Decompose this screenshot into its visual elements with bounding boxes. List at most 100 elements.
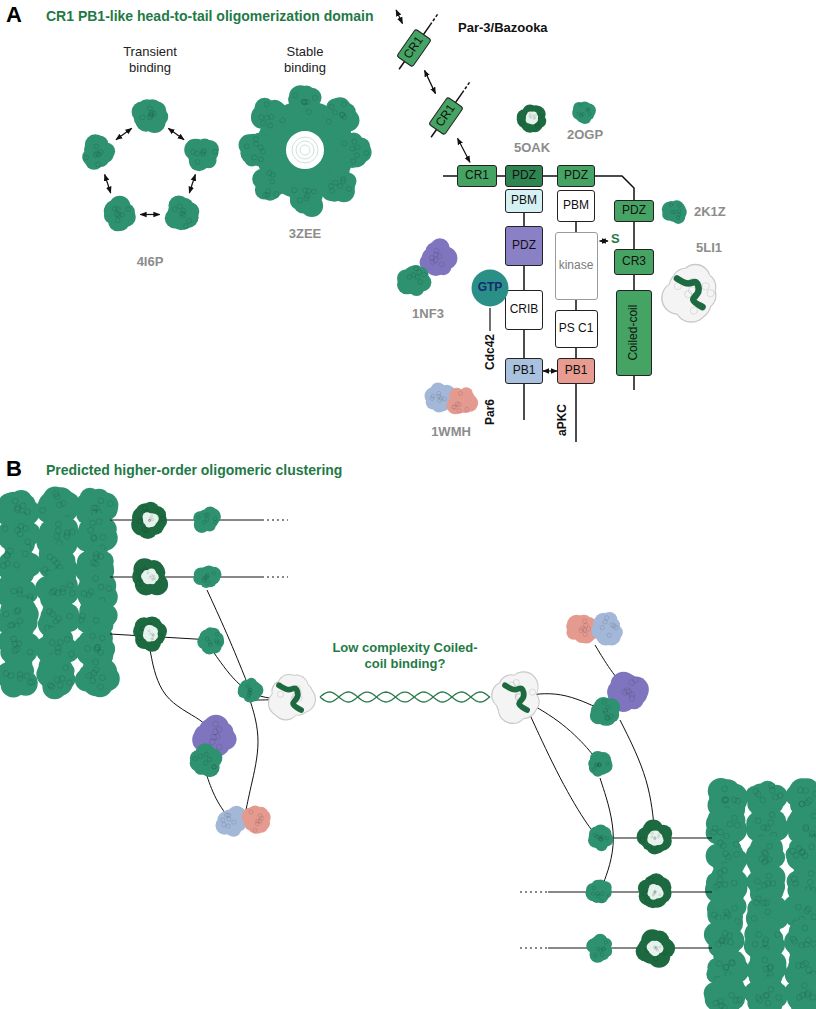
surface-texture xyxy=(11,636,17,642)
surface-texture xyxy=(153,575,155,577)
surface-texture xyxy=(2,526,8,532)
oligomer-structure xyxy=(637,820,673,855)
surface-texture xyxy=(244,144,249,149)
surface-texture xyxy=(183,224,188,229)
protein-name: Cdc42 xyxy=(483,334,497,370)
surface-texture xyxy=(760,797,766,803)
surface-texture xyxy=(259,115,264,120)
surface-texture xyxy=(520,121,524,125)
surface-texture xyxy=(411,273,416,278)
protein-backbone xyxy=(575,348,577,358)
surface-texture xyxy=(653,956,658,961)
surface-texture xyxy=(437,391,441,395)
panel-a-art xyxy=(82,10,716,414)
surface-texture xyxy=(217,642,221,646)
protein-backbone xyxy=(523,266,525,290)
surface-texture xyxy=(718,998,724,1004)
surface-texture xyxy=(721,843,727,849)
panel-b-art xyxy=(0,486,816,1009)
surface-texture xyxy=(195,160,200,165)
surface-texture xyxy=(215,639,219,643)
surface-texture xyxy=(352,139,357,144)
pore-texture xyxy=(300,145,310,155)
surface-texture xyxy=(767,965,773,971)
surface-texture xyxy=(96,162,101,167)
pdz-domain: PDZ xyxy=(614,200,654,222)
structure-lobe xyxy=(724,895,746,917)
surface-texture xyxy=(807,879,813,885)
surface-texture xyxy=(431,394,435,398)
surface-texture xyxy=(329,104,334,109)
surface-texture xyxy=(55,521,61,527)
surface-texture xyxy=(17,618,23,624)
surface-texture xyxy=(642,891,647,896)
protein-backbone xyxy=(633,275,635,290)
surface-texture xyxy=(212,765,216,769)
surface-texture xyxy=(629,680,635,686)
surface-texture xyxy=(775,932,781,938)
surface-texture xyxy=(255,822,259,826)
surface-texture xyxy=(95,644,101,650)
surface-texture xyxy=(811,813,816,819)
surface-texture xyxy=(761,882,767,888)
surface-texture xyxy=(756,932,762,938)
surface-texture xyxy=(341,102,346,107)
structure-lobe xyxy=(599,755,612,768)
surface-texture xyxy=(452,405,456,409)
structure-lobe xyxy=(761,865,785,889)
surface-texture xyxy=(137,635,142,640)
surface-texture xyxy=(67,613,73,619)
surface-texture xyxy=(579,103,582,106)
oligomer-structure xyxy=(636,929,675,968)
surface-texture xyxy=(270,172,275,177)
surface-texture xyxy=(458,392,462,396)
protein-backbone xyxy=(548,948,712,949)
structure-lobe xyxy=(723,784,748,809)
surface-texture xyxy=(205,637,209,641)
surface-texture xyxy=(149,633,151,635)
surface-texture xyxy=(80,613,86,619)
surface-texture xyxy=(152,518,154,520)
surface-texture xyxy=(0,563,6,569)
surface-texture xyxy=(232,820,236,824)
protein-backbone xyxy=(633,376,635,390)
surface-texture xyxy=(720,937,726,943)
surface-texture xyxy=(64,636,70,642)
surface-texture xyxy=(414,266,419,271)
surface-texture xyxy=(607,633,611,637)
surface-texture xyxy=(152,634,154,636)
surface-texture xyxy=(764,900,770,906)
surface-texture xyxy=(727,933,733,939)
pdb-code: 2K1Z xyxy=(694,204,726,220)
surface-texture xyxy=(722,867,728,873)
protein-structure xyxy=(165,195,199,230)
surface-texture xyxy=(657,836,659,838)
protein-backbone xyxy=(575,300,577,310)
protein-structure xyxy=(132,99,169,133)
pdb-code: 5OAK xyxy=(514,140,550,156)
protein-structure xyxy=(591,612,623,646)
surface-texture xyxy=(596,892,600,896)
structure-lobe xyxy=(95,604,118,627)
domain-label: GTP xyxy=(478,281,503,294)
surface-texture xyxy=(222,822,226,826)
protein-structure xyxy=(590,697,620,726)
surface-texture xyxy=(659,894,661,896)
surface-texture xyxy=(728,939,734,945)
surface-texture xyxy=(809,844,815,850)
surface-texture xyxy=(801,982,807,988)
surface-texture xyxy=(598,763,601,766)
protein-structure xyxy=(197,627,224,654)
domain-label: CR3 xyxy=(622,255,646,268)
pbm-motif: PBM xyxy=(557,190,595,222)
surface-texture xyxy=(755,878,761,884)
surface-texture xyxy=(717,870,723,876)
protein-structure xyxy=(586,879,612,903)
surface-texture xyxy=(212,765,216,769)
structure-lobe xyxy=(302,88,322,108)
structure-lobe xyxy=(117,203,135,221)
surface-texture xyxy=(85,646,91,652)
gtp-disc xyxy=(472,270,509,307)
surface-texture xyxy=(70,529,76,535)
surface-texture xyxy=(140,115,145,120)
